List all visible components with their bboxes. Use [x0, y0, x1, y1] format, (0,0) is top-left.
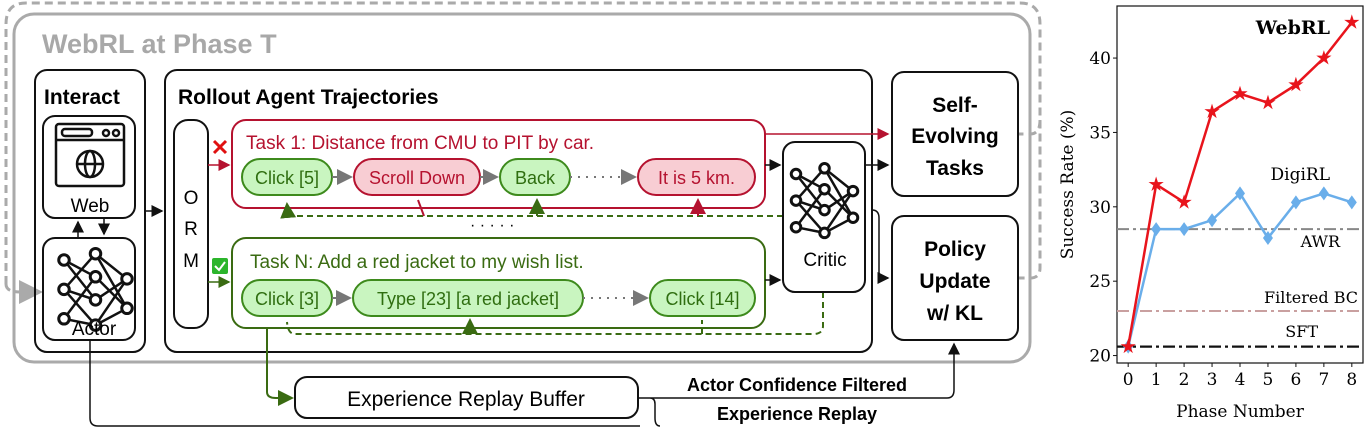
critic-label: Critic	[803, 250, 846, 271]
policy-update-line: Update	[919, 270, 990, 293]
critic-feedback-task1-c	[417, 200, 698, 217]
policy-update-line: Policy	[924, 238, 986, 261]
self-evolving-line: Tasks	[926, 157, 984, 180]
action-step-label: It is 5 km.	[658, 168, 735, 188]
phase-title: WebRL at Phase T	[42, 29, 277, 59]
web-browser-icon	[54, 122, 126, 188]
data-point-webrl	[1176, 194, 1192, 209]
x-axis-label: Phase Number	[1176, 402, 1305, 422]
critic-feedback-taskN	[286, 292, 824, 334]
y-tick-label: 25	[1089, 272, 1111, 292]
data-point-digirl	[1207, 213, 1218, 228]
baseline-label: AWR	[1300, 232, 1341, 251]
series-line-digirl	[1126, 191, 1353, 347]
data-point-webrl	[1120, 338, 1136, 354]
data-point-digirl	[1151, 222, 1162, 237]
baseline-label: Filtered BC	[1264, 288, 1358, 307]
x-tick-label: 1	[1151, 370, 1162, 390]
replay-buffer-label: Experience Replay Buffer	[347, 388, 585, 411]
orm-letter: O	[184, 188, 199, 209]
action-step-label: Type [23] [a red jacket]	[377, 289, 559, 309]
data-point-webrl	[1288, 76, 1304, 92]
data-point-webrl	[1232, 85, 1248, 101]
x-tick-label: 8	[1346, 370, 1357, 390]
orm-letter: M	[183, 251, 199, 272]
data-point-webrl	[1316, 50, 1332, 65]
data-point-digirl	[1235, 186, 1245, 201]
x-tick-label: 0	[1123, 370, 1134, 390]
action-step-label: Back	[515, 168, 556, 188]
action-step-pill: Click [14]	[649, 279, 756, 317]
orm-box	[173, 119, 209, 329]
neural-network-icon	[789, 162, 860, 240]
action-step-pill: It is 5 km.	[637, 158, 756, 196]
web-box[interactable]	[42, 115, 136, 219]
series-label: WebRL	[1255, 17, 1330, 39]
x-tick-label: 5	[1263, 370, 1274, 390]
y-tick-label: 30	[1089, 198, 1111, 218]
self-evolving-line: Evolving	[911, 125, 999, 148]
y-tick-label: 35	[1089, 123, 1111, 143]
x-tick-label: 3	[1207, 370, 1218, 390]
critic-feedback-task1	[280, 202, 783, 219]
replay-label-line2: Experience Replay	[717, 404, 877, 424]
data-point-webrl	[1204, 103, 1220, 119]
action-step-pill: Click [5]	[241, 158, 333, 196]
arrow-replay-policy	[638, 344, 954, 427]
interact-title: Interact	[44, 86, 120, 109]
action-step-label: Scroll Down	[369, 168, 465, 188]
phase-frame	[12, 12, 1032, 364]
task1-title: Task 1: Distance from CMU to PIT by car.	[246, 133, 594, 154]
data-point-digirl	[1290, 195, 1301, 210]
y-tick-label: 40	[1089, 49, 1111, 69]
data-point-digirl	[1262, 231, 1273, 246]
self-evolving-tasks-box	[891, 71, 1019, 197]
data-point-digirl	[1318, 186, 1329, 201]
data-point-digirl	[1346, 195, 1357, 210]
taskN-title: Task N: Add a red jacket to my wish list…	[250, 252, 584, 273]
y-axis-label: Success Rate (%)	[1058, 110, 1078, 260]
arrow-taskN-replay	[266, 328, 294, 406]
data-point-digirl	[1179, 222, 1190, 237]
tasks-ellipsis: · · · · ·	[470, 217, 514, 234]
action-step-pill: Type [23] [a red jacket]	[352, 279, 584, 317]
actor-label: Actor	[72, 319, 117, 340]
action-step-label: Click [14]	[665, 289, 739, 309]
y-tick-label: 20	[1089, 347, 1111, 367]
action-step-pill: Click [3]	[241, 279, 333, 317]
web-label: Web	[71, 196, 110, 217]
baseline-label: SFT	[1285, 322, 1318, 341]
rollout-title: Rollout Agent Trajectories	[178, 86, 439, 109]
action-step-label: Click [3]	[255, 289, 319, 309]
policy-update-line: w/ KL	[926, 302, 983, 325]
red-cross-icon	[212, 139, 228, 155]
arrow-critic-policy	[871, 209, 890, 284]
series-label: DigiRL	[1271, 165, 1330, 185]
action-step-pill: Scroll Down	[353, 158, 481, 196]
x-tick-label: 4	[1235, 370, 1246, 390]
replay-label-line1: Actor Confidence Filtered	[687, 375, 907, 395]
green-check-icon	[212, 258, 228, 274]
x-tick-label: 2	[1179, 370, 1190, 390]
x-tick-label: 7	[1318, 370, 1329, 390]
data-point-webrl	[1344, 14, 1360, 29]
data-point-webrl	[1260, 94, 1276, 110]
line-actor-replay	[89, 340, 640, 427]
action-step-pill: Back	[499, 158, 571, 196]
rollout-box	[164, 69, 873, 353]
data-point-webrl	[1148, 176, 1164, 191]
action-step-label: Click [5]	[255, 168, 319, 188]
orm-letter: R	[184, 219, 198, 240]
neural-network-icon	[57, 246, 134, 332]
critic-box	[782, 141, 866, 293]
self-evolving-line: Self-	[932, 94, 978, 117]
x-tick-label: 6	[1290, 370, 1301, 390]
